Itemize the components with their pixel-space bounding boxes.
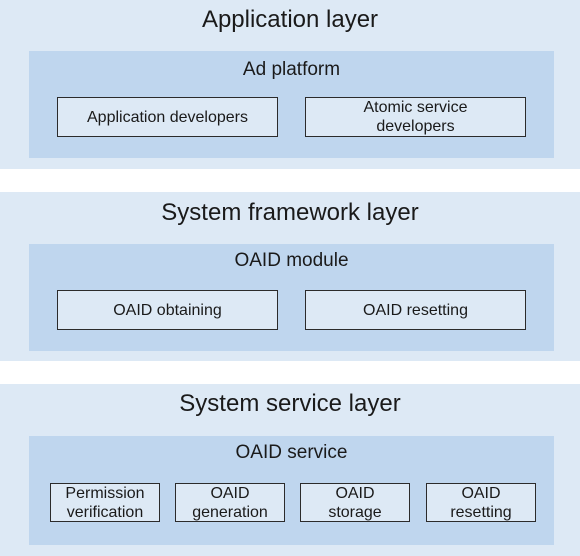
oaid-generation-box: OAID generation bbox=[175, 483, 285, 522]
oaid-service-module: OAID service Permission verification OAI… bbox=[29, 436, 554, 545]
module-title: OAID service bbox=[235, 442, 348, 463]
box-label: Atomic service developers bbox=[363, 99, 468, 135]
atomic-service-developers-box: Atomic service developers bbox=[305, 97, 526, 137]
oaid-resetting-box: OAID resetting bbox=[305, 290, 526, 330]
box-label: OAID storage bbox=[328, 484, 382, 521]
box-label: OAID resetting bbox=[363, 301, 468, 319]
system-service-layer: System service layer OAID service Permis… bbox=[0, 384, 580, 556]
box-label: Permission verification bbox=[65, 484, 145, 521]
layer-title: System service layer bbox=[179, 390, 401, 417]
module-title: Ad platform bbox=[242, 59, 341, 80]
ad-platform-module: Ad platform Application developers Atomi… bbox=[29, 51, 554, 158]
layer-title: System framework layer bbox=[161, 199, 419, 226]
oaid-resetting-service-box: OAID resetting bbox=[426, 483, 536, 522]
layer-title: Application layer bbox=[201, 6, 379, 33]
system-framework-layer: System framework layer OAID module OAID … bbox=[0, 192, 580, 361]
permission-verification-box: Permission verification bbox=[50, 483, 160, 522]
box-label: OAID generation bbox=[192, 484, 268, 521]
box-label: OAID obtaining bbox=[113, 301, 222, 319]
module-title: OAID module bbox=[234, 250, 349, 271]
application-layer: Application layer Ad platform Applicatio… bbox=[0, 0, 580, 169]
oaid-obtaining-box: OAID obtaining bbox=[57, 290, 278, 330]
box-label: Application developers bbox=[87, 108, 248, 126]
oaid-module: OAID module OAID obtaining OAID resettin… bbox=[29, 244, 554, 351]
oaid-storage-box: OAID storage bbox=[300, 483, 410, 522]
box-label: OAID resetting bbox=[450, 484, 512, 521]
application-developers-box: Application developers bbox=[57, 97, 278, 137]
